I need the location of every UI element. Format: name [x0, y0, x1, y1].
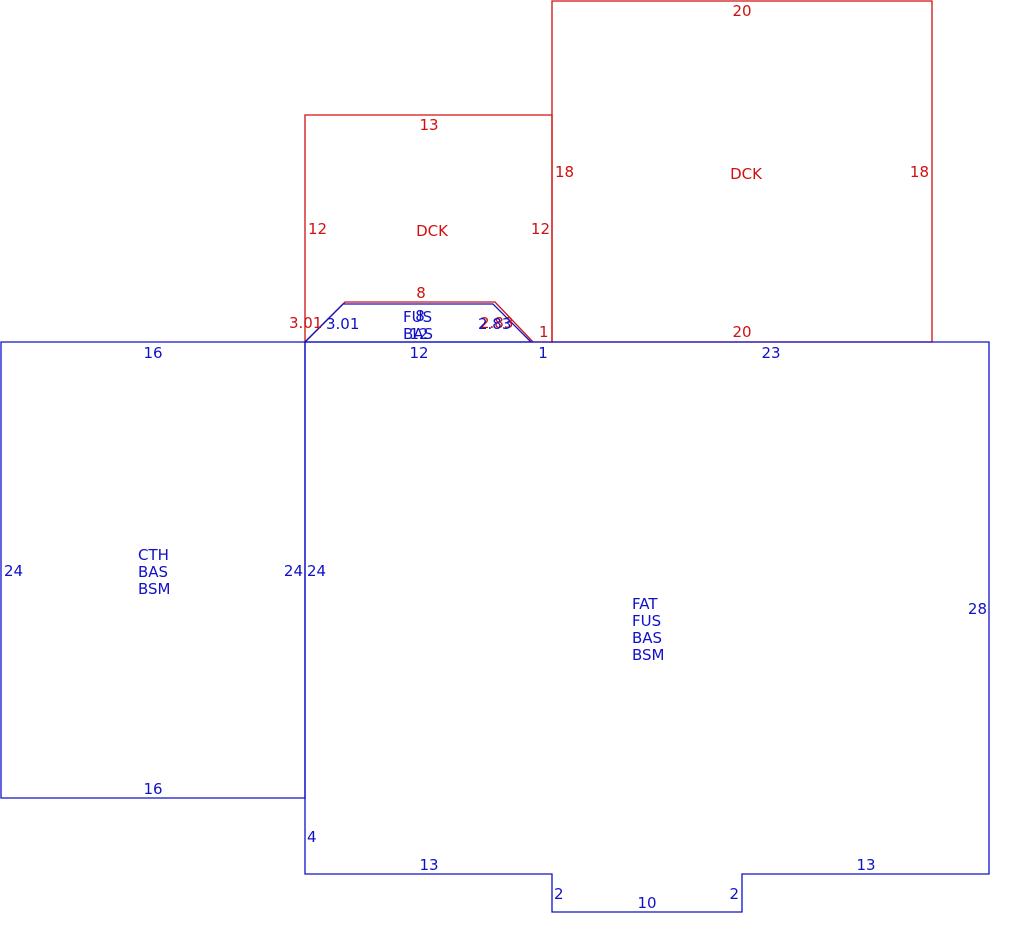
deck-small-bay-top-dim: 8: [416, 284, 426, 302]
deck-large-left-dim: 18: [555, 163, 574, 181]
main-house-outline: [304, 341, 990, 913]
left-wing-left-dim: 24: [4, 562, 23, 580]
deck-small-right-diag-dim: 2.83: [480, 314, 513, 332]
deck-small-top-dim: 13: [419, 116, 438, 134]
left-wing-right-dim: 24: [284, 562, 303, 580]
bay-code-bas: BAS: [403, 325, 433, 343]
deck-small-left-diag-dim: 3.01: [289, 314, 322, 332]
main-code-bas: BAS: [632, 629, 662, 647]
main-right-dim: 28: [968, 600, 987, 618]
main-bump-bottom-dim: 10: [637, 894, 656, 912]
main-top-notch-dim: 1: [538, 344, 548, 362]
deck-large-top-dim: 20: [732, 2, 751, 20]
left-wing-code-bsm: BSM: [138, 580, 171, 598]
deck-small-right-dim: 12: [531, 220, 550, 238]
main-top-left-dim: 12: [409, 344, 428, 362]
left-wing-bottom-dim: 16: [143, 780, 162, 798]
main-code-fus: FUS: [632, 612, 661, 630]
main-bump-left-dim: 2: [554, 885, 564, 903]
deck-small-notch-dim: 1: [539, 323, 549, 341]
deck-small-code: DCK: [416, 222, 449, 240]
bay-code-fus: FUS: [403, 308, 432, 326]
left-wing-code-cth: CTH: [138, 546, 169, 564]
deck-large-code: DCK: [730, 165, 763, 183]
left-wing-code-bas: BAS: [138, 563, 168, 581]
bay-outline: [303, 303, 533, 343]
main-left-lower-dim: 4: [307, 828, 317, 846]
main-code-bsm: BSM: [632, 646, 665, 664]
bay-overlap-digit-8: 8: [415, 307, 425, 325]
main-bottom-left-dim: 13: [419, 856, 438, 874]
main-bottom-right-dim: 13: [856, 856, 875, 874]
main-code-fat: FAT: [632, 595, 658, 613]
deck-small-left-dim: 12: [308, 220, 327, 238]
deck-large-right-dim: 18: [910, 163, 929, 181]
left-wing-top-dim: 16: [143, 344, 162, 362]
main-top-right-dim: 23: [761, 344, 780, 362]
main-left-dim: 24: [307, 562, 326, 580]
bay-overlap-digit-12: 12: [409, 325, 428, 343]
bay-left-diag-dim: 3.01: [326, 315, 359, 333]
main-bump-right-dim: 2: [729, 885, 739, 903]
bay-right-diag-dim: 2.83: [478, 315, 511, 333]
deck-large-bottom-dim: 20: [732, 323, 751, 341]
